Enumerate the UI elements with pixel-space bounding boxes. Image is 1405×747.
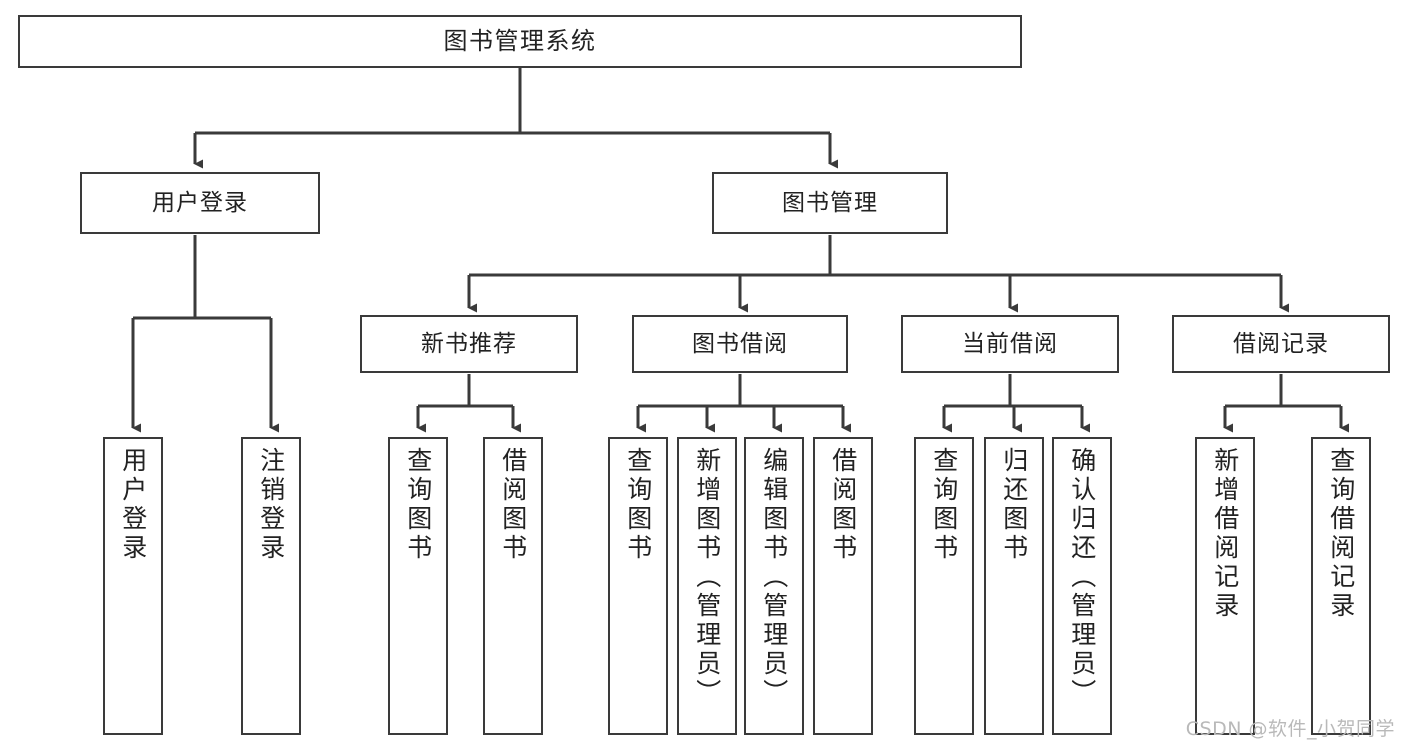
leaf-borrow-record-query-record[interactable]: 查询借阅记录 (1311, 437, 1371, 735)
node-label: 新书推荐 (421, 330, 517, 357)
node-label: 新增借阅记录 (1210, 447, 1240, 621)
leaf-current-borrow-query-book[interactable]: 查询图书 (914, 437, 974, 735)
node-label: 查询借阅记录 (1326, 447, 1356, 621)
node-user-login[interactable]: 用户登录 (80, 172, 320, 234)
node-label: 查询图书 (929, 447, 959, 563)
node-label: 查询图书 (403, 447, 433, 563)
node-label: 图书管理系统 (443, 26, 597, 55)
node-book-management[interactable]: 图书管理 (712, 172, 948, 234)
node-label: 注销登录 (256, 447, 286, 563)
node-label: 编辑图书（管理员） (759, 447, 789, 708)
node-label: 用户登录 (152, 189, 248, 216)
node-current-borrow[interactable]: 当前借阅 (901, 315, 1119, 373)
node-label: 查询图书 (623, 447, 653, 563)
node-label: 新增图书（管理员） (692, 447, 722, 708)
node-borrow-record[interactable]: 借阅记录 (1172, 315, 1390, 373)
watermark: CSDN @软件_小贺同学 (1185, 718, 1395, 740)
leaf-book-borrow-query-book[interactable]: 查询图书 (608, 437, 668, 735)
node-root-book-management-system[interactable]: 图书管理系统 (18, 15, 1022, 68)
leaf-new-book-borrow-book[interactable]: 借阅图书 (483, 437, 543, 735)
leaf-new-book-query-book[interactable]: 查询图书 (388, 437, 448, 735)
node-label: 归还图书 (999, 447, 1029, 563)
node-label: 图书管理 (782, 189, 878, 216)
leaf-book-borrow-borrow-book[interactable]: 借阅图书 (813, 437, 873, 735)
node-book-borrow[interactable]: 图书借阅 (632, 315, 848, 373)
node-label: 当前借阅 (962, 330, 1058, 357)
node-label: 借阅记录 (1233, 330, 1329, 357)
leaf-borrow-record-add-record[interactable]: 新增借阅记录 (1195, 437, 1255, 735)
leaf-user-login-logout[interactable]: 注销登录 (241, 437, 301, 735)
leaf-current-borrow-confirm-return-admin[interactable]: 确认归还（管理员） (1052, 437, 1112, 735)
node-label: 用户登录 (118, 447, 148, 563)
leaf-user-login-login[interactable]: 用户登录 (103, 437, 163, 735)
node-label: 确认归还（管理员） (1067, 447, 1097, 708)
node-label: 借阅图书 (828, 447, 858, 563)
node-new-book-recommend[interactable]: 新书推荐 (360, 315, 578, 373)
node-label: 借阅图书 (498, 447, 528, 563)
leaf-book-borrow-add-book-admin[interactable]: 新增图书（管理员） (677, 437, 737, 735)
node-label: 图书借阅 (692, 330, 788, 357)
leaf-current-borrow-return-book[interactable]: 归还图书 (984, 437, 1044, 735)
leaf-book-borrow-edit-book-admin[interactable]: 编辑图书（管理员） (744, 437, 804, 735)
